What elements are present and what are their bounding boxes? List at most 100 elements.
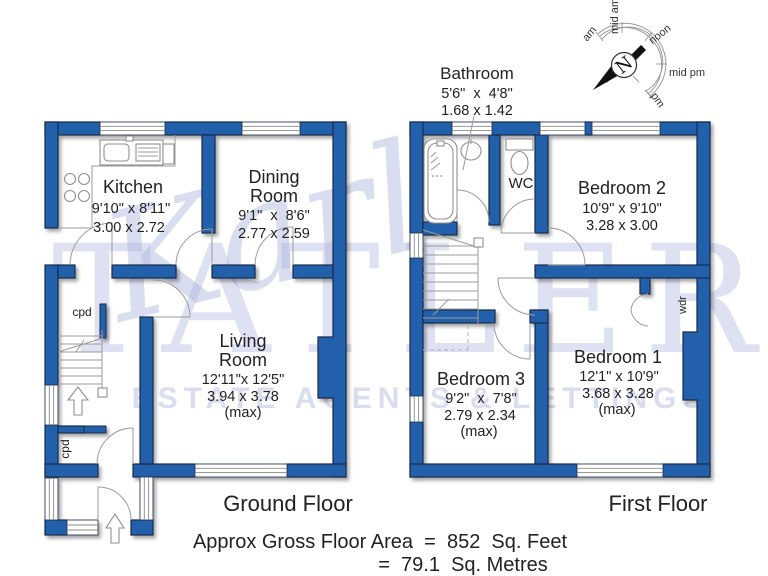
bedroom1-label: Bedroom 1 <box>574 347 662 367</box>
ground-floor-labels: Kitchen 9'10" x 8'11" 3.00 x 2.72 Dining… <box>58 167 353 516</box>
watermark-letters: TATLER <box>52 214 768 388</box>
porch-windows <box>44 476 154 536</box>
first-floor-door-arcs <box>456 189 649 360</box>
hall-living-divider-wall <box>139 316 154 465</box>
wall <box>662 463 711 478</box>
wardrobe-bifold-arc <box>630 309 649 327</box>
bedroom2-window <box>591 121 661 136</box>
bedroom1-divider-wall <box>534 309 549 465</box>
front-door-arc <box>97 486 132 521</box>
kitchen-worktop <box>58 135 176 229</box>
wc-label: WC <box>509 175 534 192</box>
wc-bedroom2-divider-wall <box>534 134 549 234</box>
newel-post <box>473 237 484 248</box>
bathroom-bottom-wall <box>422 221 458 236</box>
kitchen-dining-divider-wall <box>201 134 216 234</box>
wall <box>409 463 578 478</box>
ground-floor-door-arcs <box>69 222 294 521</box>
living-label-1: Living <box>219 331 266 351</box>
bedroom3-dim-metric: 2.79 x 2.34 <box>444 408 516 424</box>
bathroom-dim-metric: 1.68 x 1.42 <box>441 103 513 119</box>
ground-floor-interior <box>45 122 346 477</box>
dining-dim-metric: 2.77 x 2.59 <box>238 226 310 242</box>
living-dim-max: (max) <box>224 405 261 421</box>
living-dim-metric: 3.94 x 3.78 <box>207 389 279 405</box>
kitchen-window <box>99 121 166 136</box>
kitchen-hob-icon <box>63 172 91 203</box>
first-floor-details <box>422 115 649 360</box>
bedroom3-window <box>409 395 424 423</box>
wall <box>211 264 256 279</box>
bedroom1-dim-max: (max) <box>598 402 635 418</box>
bathroom-dim-imperial: 5'6" x 4'8" <box>441 86 512 102</box>
cupboard-wall <box>57 425 85 434</box>
wall <box>44 121 59 229</box>
dining-window <box>241 121 301 136</box>
kitchen-label: Kitchen <box>103 177 163 197</box>
cupboard-door <box>99 303 107 339</box>
compass: N am mid am noon mid pm pm <box>580 0 705 110</box>
bedroom3-dim-imperial: 9'2" x 7'8" <box>445 391 516 407</box>
wall <box>286 463 347 478</box>
living-dim-imperial: 12'11"x 12'5" <box>202 372 284 388</box>
wardrobe-label: wdr <box>677 296 689 315</box>
bedroom2-bottom-wall <box>534 264 711 279</box>
living-window <box>194 463 288 478</box>
first-floor-stairs <box>422 229 484 351</box>
wardrobe-wall-stub <box>639 277 651 295</box>
bedroom3-dim-max: (max) <box>460 424 497 440</box>
wall <box>111 264 177 279</box>
porch-wall <box>130 519 154 536</box>
dining-label-1: Dining <box>248 167 299 187</box>
kitchen-opening-door-arc <box>175 228 213 266</box>
stairs-up-arrow-icon <box>66 386 90 416</box>
cupboard-door <box>83 425 107 434</box>
bathroom-label: Bathroom <box>440 64 514 83</box>
bedroom3-label: Bedroom 3 <box>437 369 525 389</box>
bath-icon <box>423 138 458 224</box>
dining-door-arc <box>254 226 294 266</box>
bathroom-leader-line <box>462 115 475 171</box>
dining-dim-imperial: 9'1" x 8'6" <box>238 208 309 224</box>
kitchen-dim-imperial: 9'10" x 8'11" <box>92 201 170 217</box>
bedroom1-window <box>576 463 664 478</box>
bedroom1-door-arc <box>497 277 536 316</box>
cupboard-label-2: cpd <box>58 439 72 458</box>
entrance-arrow-icon <box>104 512 126 544</box>
ground-floor-title: Ground Floor <box>223 491 353 516</box>
hall-window <box>44 384 59 426</box>
wall <box>409 121 424 234</box>
bathroom-door-arc <box>456 189 490 223</box>
wall <box>44 463 99 478</box>
porch-wall <box>44 519 68 536</box>
bedroom2-dim-metric: 3.28 x 3.00 <box>586 218 658 234</box>
wall <box>292 264 334 279</box>
landing-side-window <box>409 232 424 259</box>
landing-top-window <box>539 121 586 136</box>
wc-door-arc <box>500 198 536 234</box>
gross-area-metres: = 79.1 Sq. Metres <box>378 554 548 576</box>
bathroom-wc-divider-wall <box>488 134 501 226</box>
wall <box>57 264 76 279</box>
kitchen-dim-metric: 3.00 x 2.72 <box>93 220 165 236</box>
bedroom1-dim-metric: 3.68 x 3.28 <box>582 386 654 402</box>
first-floor-labels: Bathroom 5'6" x 4'8" 1.68 x 1.42 WC Bedr… <box>437 64 708 516</box>
compass-label-pm: pm <box>648 91 667 110</box>
wall <box>132 463 196 478</box>
newel-post <box>97 387 108 398</box>
wall <box>44 264 59 386</box>
bedroom2-door-arc <box>547 227 586 266</box>
compass-label-mid-pm: mid pm <box>669 67 705 79</box>
living-door-arc <box>152 279 191 318</box>
bathroom-window <box>451 121 493 136</box>
ground-floor-walls <box>44 121 347 536</box>
footer: Approx Gross Floor Area = 852 Sq. Feet =… <box>193 531 568 576</box>
first-floor-walls <box>409 121 711 478</box>
bedroom1-dim-imperial: 12'1" x 10'9" <box>579 369 659 385</box>
dining-label-2: Room <box>250 186 298 206</box>
wall <box>491 121 541 136</box>
bedroom2-dim-imperial: 10'9" x 9'10" <box>582 201 662 217</box>
ground-stairs <box>57 330 108 416</box>
ground-floor-details <box>57 135 294 544</box>
